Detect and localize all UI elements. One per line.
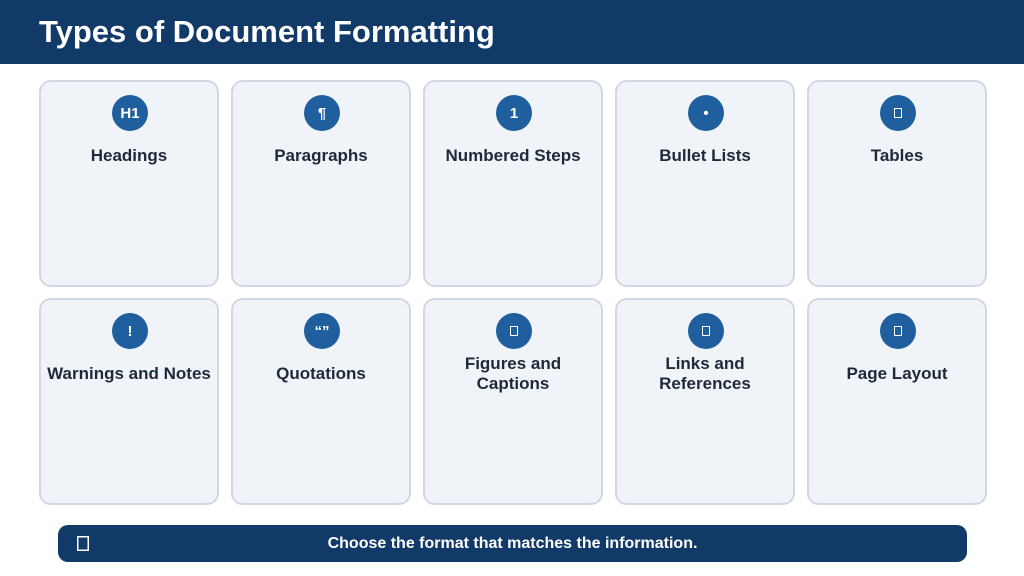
exclamation-icon: ! — [112, 313, 148, 349]
format-cards-grid: H1 Headings ¶ Paragraphs 1 Numbered Step… — [39, 80, 987, 505]
card-label: Page Layout — [846, 364, 948, 383]
bullet-icon: • — [688, 95, 724, 131]
card-label: Bullet Lists — [659, 146, 751, 165]
quote-icon: “” — [304, 313, 340, 349]
card-label: Warnings and Notes — [47, 364, 211, 383]
card-tables: Tables — [807, 80, 987, 287]
table-icon — [880, 95, 916, 131]
card-label: Numbered Steps — [445, 146, 581, 165]
number-one-icon: 1 — [496, 95, 532, 131]
card-label: Paragraphs — [274, 146, 368, 165]
card-paragraphs: ¶ Paragraphs — [231, 80, 411, 287]
card-links-references: Links and References — [615, 298, 795, 505]
layout-icon — [880, 313, 916, 349]
info-icon — [77, 536, 89, 551]
card-label: Tables — [870, 146, 924, 165]
link-icon — [688, 313, 724, 349]
header-bar: Types of Document Formatting — [0, 0, 1024, 64]
pilcrow-icon: ¶ — [304, 95, 340, 131]
card-numbered-steps: 1 Numbered Steps — [423, 80, 603, 287]
figure-icon — [496, 313, 532, 349]
heading-icon: H1 — [112, 95, 148, 131]
card-label: Headings — [90, 146, 168, 165]
card-label: Figures and Captions — [464, 354, 562, 393]
page-title: Types of Document Formatting — [39, 14, 495, 49]
card-headings: H1 Headings — [39, 80, 219, 287]
tip-text: Choose the format that matches the infor… — [327, 534, 698, 552]
card-label: Quotations — [276, 364, 366, 383]
card-bullet-lists: • Bullet Lists — [615, 80, 795, 287]
card-warnings-notes: ! Warnings and Notes — [39, 298, 219, 505]
card-figures-captions: Figures and Captions — [423, 298, 603, 505]
card-quotations: “” Quotations — [231, 298, 411, 505]
card-label: Links and References — [659, 354, 751, 393]
card-page-layout: Page Layout — [807, 298, 987, 505]
tip-banner: Choose the format that matches the infor… — [58, 525, 967, 562]
